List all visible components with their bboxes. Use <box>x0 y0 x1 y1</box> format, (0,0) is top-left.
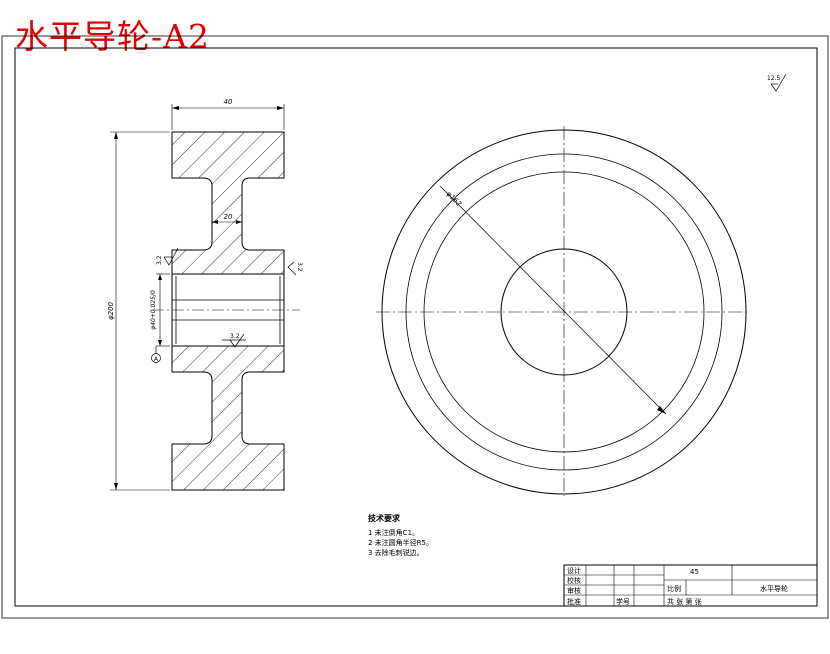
dim-web: 20 <box>224 213 233 221</box>
tb-design: 设计 <box>567 567 581 575</box>
dim-bore: φ40+0.025/0 <box>150 290 157 330</box>
technical-requirements: 技术要求 1 未注倒角C1。 2 未注圆角半径R5。 3 去除毛刺锐边。 <box>368 514 433 558</box>
front-view: φ162 <box>376 126 750 496</box>
dim-width: 40 <box>224 98 233 106</box>
roughness-symbol-right: 3.2 <box>287 261 303 276</box>
inner-border <box>14 47 818 607</box>
svg-text:A: A <box>154 356 159 363</box>
roughness-symbol-left: 3.2 <box>156 247 179 266</box>
section-lower <box>171 345 285 491</box>
roughness-symbol-bore: 3.2 <box>222 333 246 348</box>
tech-item: 3 去除毛刺锐边。 <box>368 549 424 557</box>
tb-check: 校核 <box>567 577 581 585</box>
section-upper <box>171 131 285 275</box>
tb-part-name: 水平导轮 <box>760 585 788 593</box>
tb-approve: 批准 <box>567 598 581 606</box>
tech-item: 2 未注圆角半径R5。 <box>368 539 433 547</box>
tb-scale-label: 比例 <box>667 585 681 593</box>
svg-text:3.2: 3.2 <box>230 333 240 340</box>
general-roughness-symbol: 12.5 <box>767 73 787 92</box>
dim-outer-dia: φ200 <box>107 301 115 320</box>
tb-sheets: 共 张 第 张 <box>667 598 702 606</box>
svg-text:3.2: 3.2 <box>156 255 163 265</box>
drawing-title: 水平导轮-A2 <box>15 17 210 56</box>
section-view: 40 20 φ200 φ40+0.025/0 3.2 3.2 <box>107 98 303 491</box>
svg-text:12.5: 12.5 <box>767 75 781 82</box>
tb-review: 审核 <box>567 587 581 595</box>
tb-student-no: 学号 <box>616 598 630 606</box>
datum-marker: A <box>151 346 161 363</box>
outer-border <box>1 35 829 619</box>
tech-heading: 技术要求 <box>368 514 400 523</box>
tb-material: 45 <box>690 568 699 576</box>
title-block <box>563 564 818 607</box>
tech-item: 1 未注倒角C1。 <box>368 529 420 537</box>
svg-text:3.2: 3.2 <box>296 262 303 272</box>
